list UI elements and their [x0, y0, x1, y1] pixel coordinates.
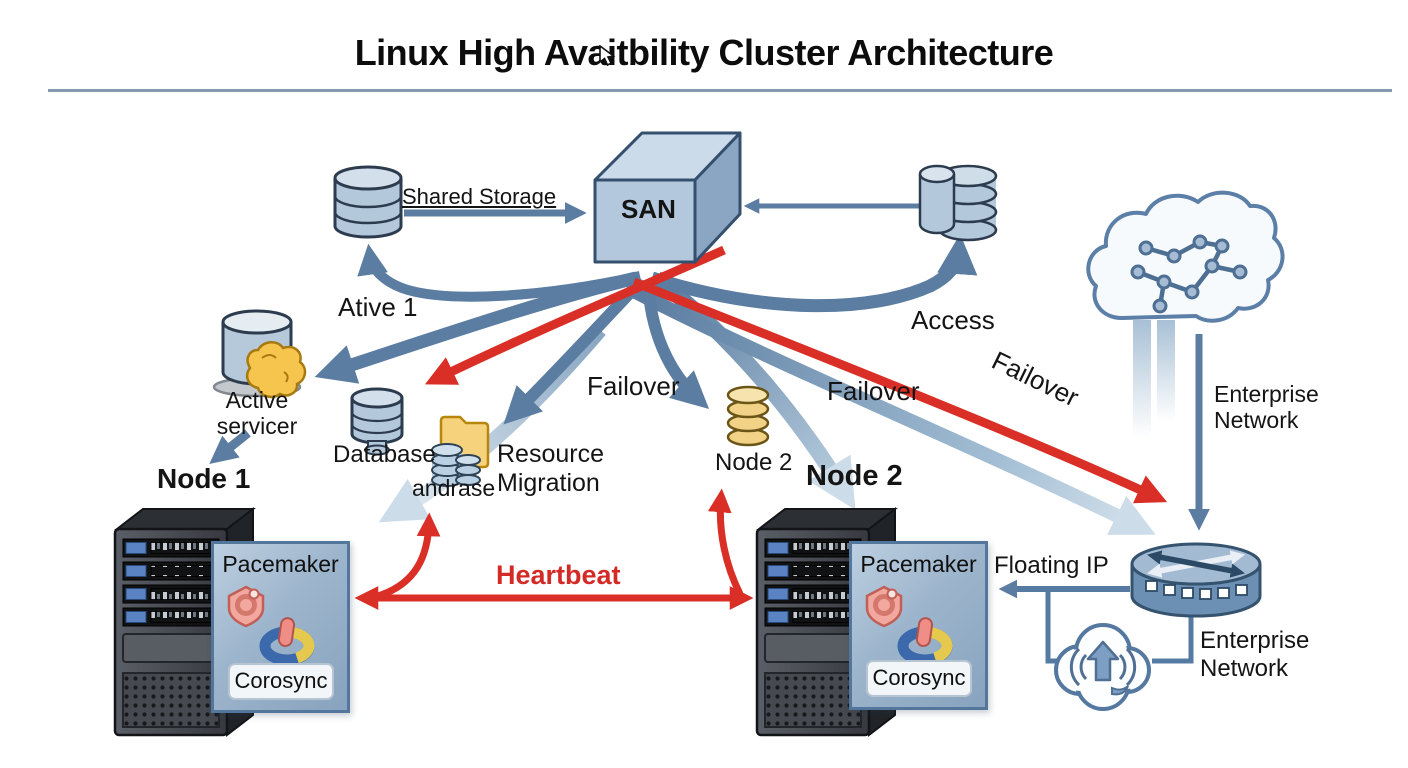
access-label: Access	[911, 305, 995, 335]
resource-migration-label: Resource Migration	[497, 440, 604, 497]
floating-ip-label: Floating IP	[994, 552, 1109, 579]
mini-database-icon	[350, 387, 404, 456]
node2-storage-label: Node 2	[715, 449, 793, 476]
andrase-label: andrase	[412, 475, 496, 501]
enterprise-network-bottom-label: Enterprise Network	[1200, 627, 1310, 682]
node2-title: Node 2	[806, 460, 903, 492]
cloud-network-icon	[1086, 190, 1285, 323]
node2-pacemaker-panel: Pacemaker Corosync	[849, 541, 988, 710]
failover-right-label: Failover	[827, 376, 920, 406]
connectors	[209, 198, 1210, 664]
mouse-cursor-icon	[599, 45, 616, 67]
corosync-ring-icon	[259, 617, 315, 666]
cloud-trails	[1133, 320, 1175, 438]
pacemaker-label: Pacemaker	[222, 551, 339, 577]
heartbeat-arrows	[354, 488, 754, 610]
ative-1-label: Ative 1	[338, 292, 418, 322]
database-label: Database	[333, 441, 436, 468]
heartbeat-label: Heartbeat	[496, 560, 621, 590]
page-title: Linux High Avaitbility Cluster Architect…	[354, 32, 1054, 73]
pacemaker-label: Pacemaker	[860, 551, 977, 577]
router-to-cloud-line	[1152, 617, 1194, 664]
storage-stack-icon	[918, 164, 998, 242]
enterprise-network-right-label: Enterprise Network	[1214, 381, 1319, 434]
folder-icon	[431, 415, 490, 487]
san-label: SAN	[621, 194, 676, 224]
floating-ip-drop-line	[1045, 586, 1066, 664]
title-separator	[48, 89, 1392, 92]
database-cylinder-icon	[333, 165, 403, 239]
active-to-node1-arrow	[209, 429, 251, 464]
san-cube-icon	[593, 131, 742, 264]
corosync-badge: Corosync	[228, 663, 334, 700]
active-server-label: Active servicer	[216, 387, 298, 440]
broadcast-cloud-icon	[1054, 623, 1151, 711]
node1-pacemaker-panel: Pacemaker Corosync	[211, 541, 350, 713]
router-icon	[1130, 542, 1262, 618]
failover-left-label: Failover	[587, 371, 680, 401]
node1-title: Node 1	[157, 463, 251, 494]
active-server-icon	[212, 309, 307, 399]
corosync-badge: Corosync	[866, 660, 972, 697]
pacemaker-heart-icon	[227, 585, 265, 628]
yellow-cylinder-icon	[726, 385, 770, 447]
shared-storage-label: Shared Storage	[402, 184, 557, 209]
pacemaker-heart-icon	[865, 585, 903, 628]
failover-arrows	[424, 245, 1168, 504]
